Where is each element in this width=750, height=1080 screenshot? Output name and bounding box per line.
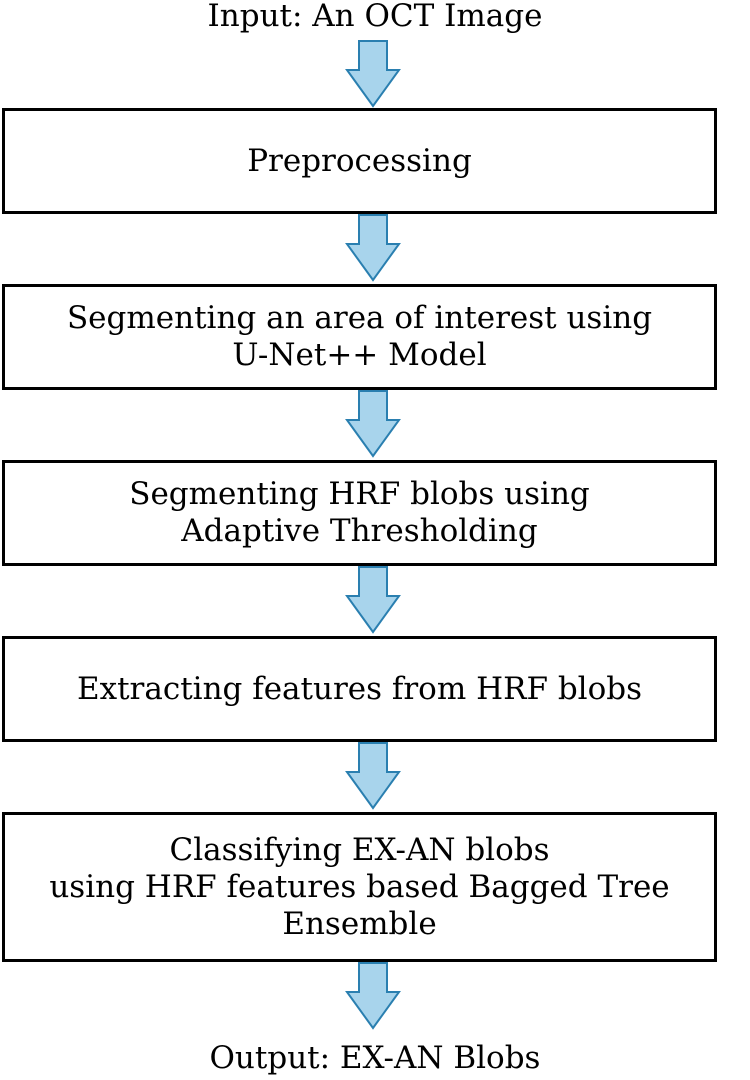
step-text: Segmenting an area of interest using U-N…	[67, 300, 652, 374]
step-box-classify: Classifying EX-AN blobs using HRF featur…	[2, 812, 717, 962]
arrow-down-icon	[345, 390, 401, 460]
step-line: Adaptive Thresholding	[181, 513, 538, 549]
arrow-down-icon	[345, 214, 401, 284]
arrow-down-icon	[345, 40, 401, 110]
step-box-segment-area: Segmenting an area of interest using U-N…	[2, 284, 717, 390]
output-label: Output: EX-AN Blobs	[209, 1040, 541, 1076]
step-line: Classifying EX-AN blobs	[169, 831, 550, 868]
step-line: Ensemble	[282, 905, 437, 942]
arrow-down-icon	[345, 962, 401, 1032]
step-line: Extracting features from HRF blobs	[76, 670, 643, 707]
step-text: Extracting features from HRF blobs	[77, 671, 642, 708]
step-line: Preprocessing	[247, 142, 472, 179]
step-text: Preprocessing	[247, 143, 472, 180]
arrow-down-icon	[345, 742, 401, 812]
step-line: U-Net++ Model	[232, 337, 487, 373]
step-line: Segmenting HRF blobs using	[129, 476, 590, 512]
step-text: Segmenting HRF blobs using Adaptive Thre…	[129, 476, 590, 550]
step-text: Classifying EX-AN blobs using HRF featur…	[49, 832, 669, 943]
step-box-segment-hrf: Segmenting HRF blobs using Adaptive Thre…	[2, 460, 717, 566]
step-line: Segmenting an area of interest using	[66, 300, 653, 336]
input-label: Input: An OCT Image	[207, 0, 543, 34]
step-line: using HRF features based Bagged Tree	[49, 868, 670, 905]
arrow-down-icon	[345, 566, 401, 636]
step-box-preprocessing: Preprocessing	[2, 108, 717, 214]
step-box-extract-features: Extracting features from HRF blobs	[2, 636, 717, 742]
